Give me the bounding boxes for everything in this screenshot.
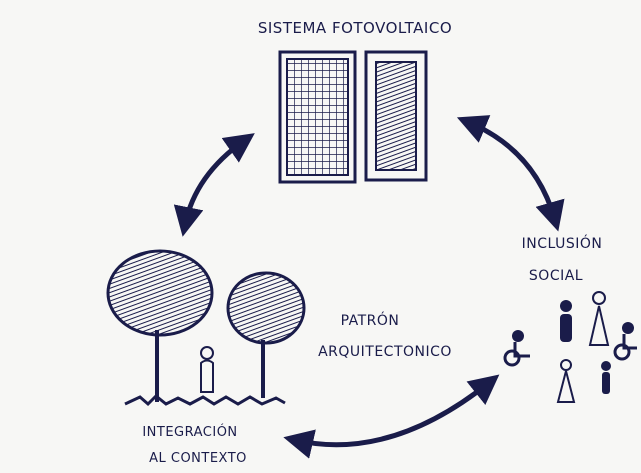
standing-man-icon [560,300,572,342]
child-man-icon [601,361,611,394]
standing-woman-icon [588,291,610,346]
people-group-sketch [503,291,637,403]
grass-line [124,393,286,407]
arrow-panels-to-context [173,133,255,237]
solar-panel-right [364,50,428,182]
arrow-context-to-inclusion [283,374,500,459]
context-integration-label-line2: AL CONTEXTO [149,451,247,466]
architectural-pattern-label-line1: PATRÓN [341,311,400,329]
arrow-panels-to-inclusion [456,115,565,232]
solar-panels-sketch [278,50,428,184]
social-inclusion-label-line1: INCLUSIÓN [522,234,603,252]
trees-and-person-sketch [106,249,306,407]
tree-right-icon [226,271,306,398]
context-integration-label-line1: INTEGRACIÓN [142,424,237,440]
architectural-pattern-label-line2: ARQUITECTONICO [318,344,452,360]
wheelchair-user-left-icon [503,330,530,367]
wheelchair-user-right-icon [613,322,637,361]
social-inclusion-label-line2: SOCIAL [529,268,583,284]
person-icon [200,346,214,393]
tree-left-icon [106,249,214,402]
photovoltaic-system-label: SISTEMA FOTOVOLTAICO [258,19,452,37]
solar-panel-left [278,50,357,184]
child-woman-icon [556,359,576,403]
